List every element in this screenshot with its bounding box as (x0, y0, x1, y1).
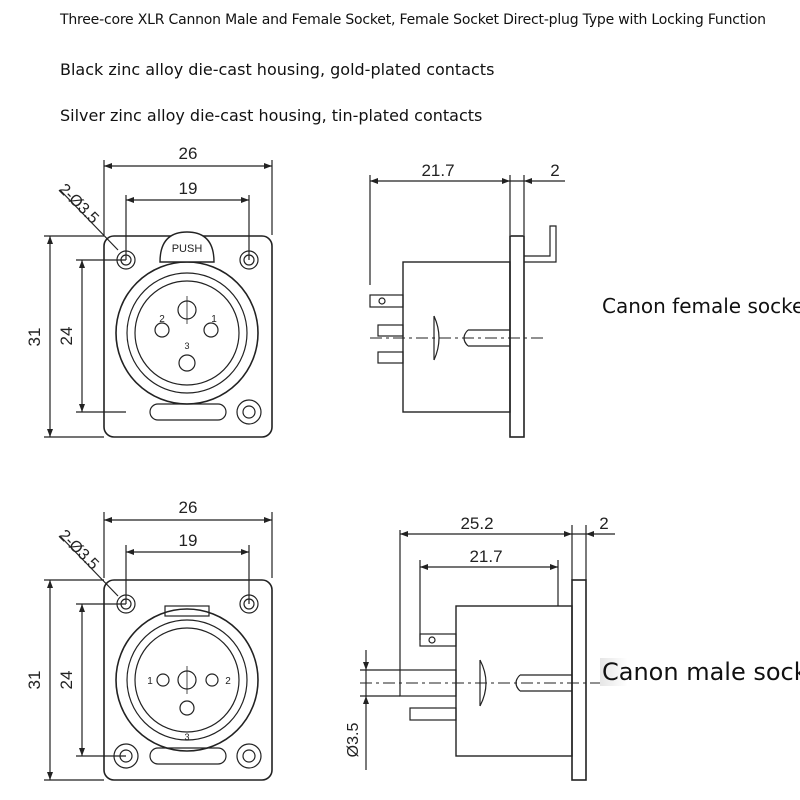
male-dim-height: 31 (25, 671, 44, 690)
male-dim-inner: 24 (57, 671, 76, 690)
male-pin-3: 3 (184, 732, 189, 742)
spec-silver-housing: Silver zinc alloy die-cast housing, tin-… (60, 106, 483, 125)
male-side-length: 21.7 (469, 547, 502, 566)
female-socket-caption: Canon female socket (602, 294, 800, 318)
female-dim-inner: 24 (57, 327, 76, 346)
male-side-view: 25.2 2 21.7 Ø3.5 (345, 514, 615, 781)
push-label: PUSH (172, 243, 203, 255)
male-side-pin-dia: Ø3.5 (345, 723, 362, 758)
male-pin-2: 2 (225, 676, 231, 687)
female-front-view: 26 19 2-Ø3.5 31 24 (25, 144, 273, 438)
female-pin-2: 2 (159, 314, 165, 325)
female-dim-holes: 2-Ø3.5 (55, 181, 102, 228)
female-dim-height: 31 (25, 328, 44, 347)
female-pin-3: 3 (184, 341, 189, 351)
female-pin-1: 1 (211, 314, 217, 325)
male-dim-width: 26 (179, 498, 198, 517)
page-title: Three-core XLR Cannon Male and Female So… (60, 12, 766, 28)
female-side-view: 21.7 2 (369, 161, 565, 438)
male-dim-holes: 2-Ø3.5 (55, 527, 102, 574)
female-side-length: 21.7 (421, 161, 454, 180)
male-dim-hole-span: 19 (179, 531, 198, 550)
male-side-flange: 2 (599, 514, 608, 533)
spec-black-housing: Black zinc alloy die-cast housing, gold-… (60, 60, 495, 79)
male-front-view: 26 19 2-Ø3.5 31 24 (25, 498, 273, 781)
male-socket-caption: Canon male socket (600, 658, 800, 686)
female-side-flange: 2 (550, 161, 559, 180)
male-pin-1: 1 (147, 676, 153, 687)
male-side-total: 25.2 (460, 514, 493, 533)
female-dim-hole-span: 19 (179, 179, 198, 198)
female-dim-width: 26 (179, 144, 198, 163)
